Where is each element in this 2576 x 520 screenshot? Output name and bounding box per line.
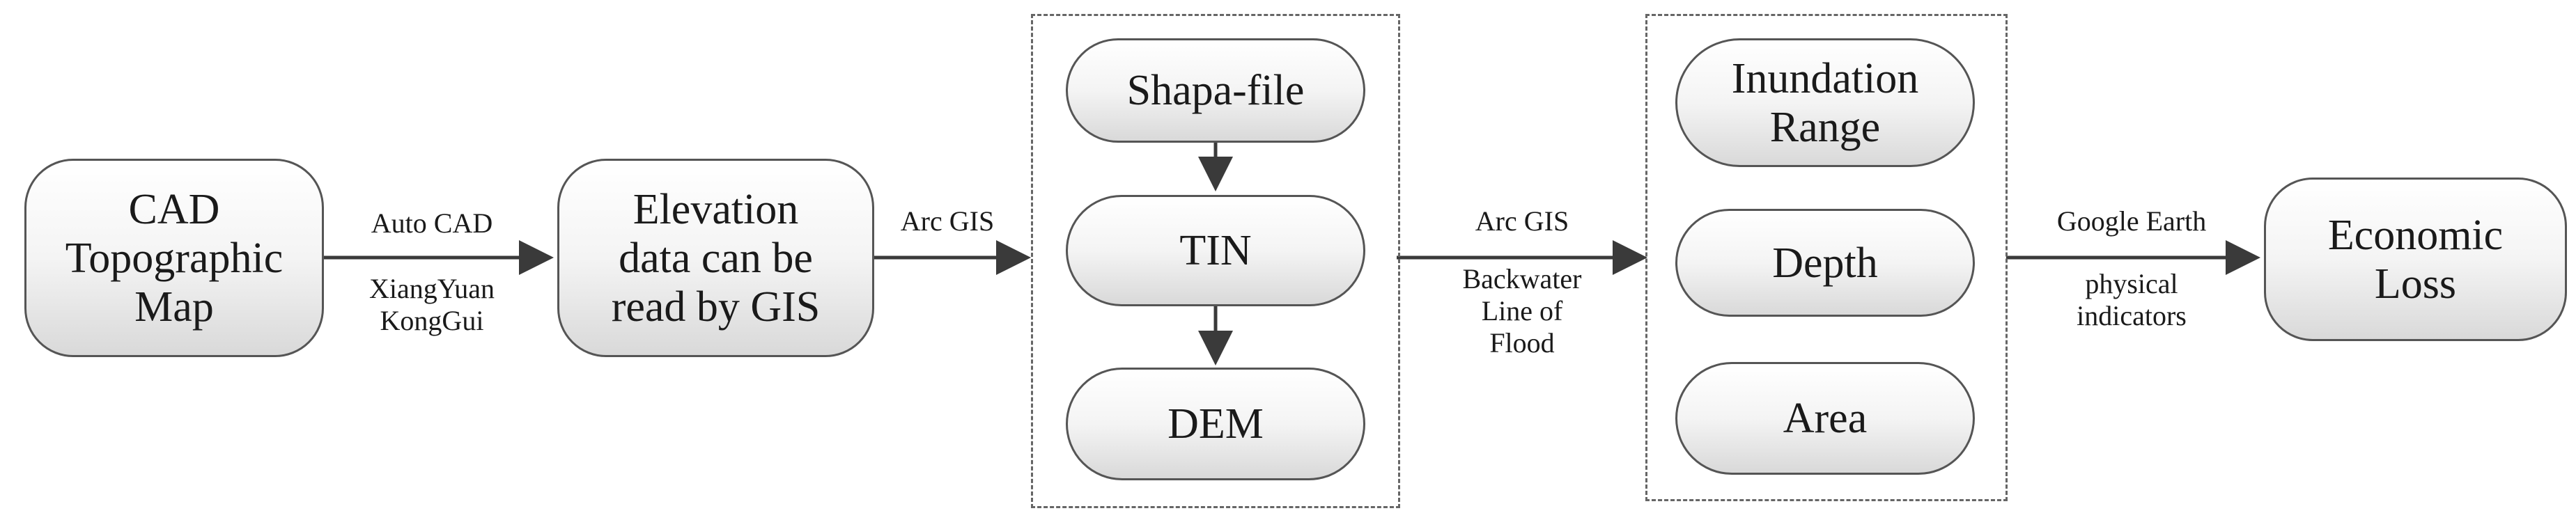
area-node: Area <box>1675 362 1975 475</box>
dem-label: DEM <box>1167 400 1264 448</box>
cad-topographic-map-node: CAD Topographic Map <box>24 159 324 357</box>
konggui-text: KongGui <box>380 305 484 336</box>
flood-results-group <box>1645 14 2008 501</box>
dem-node: DEM <box>1066 368 1365 480</box>
economic-loss-node: Economic Loss <box>2264 178 2567 341</box>
edge-label-xiangyuan-konggui: XiangYuan KongGui <box>327 273 536 337</box>
area-label: Area <box>1783 395 1868 442</box>
cad-map-line-1: CAD <box>128 185 220 233</box>
elevation-data-node: Elevation data can be read by GIS <box>557 159 874 357</box>
cad-map-line-3: Map <box>134 283 214 331</box>
inundation-line-2: Range <box>1769 103 1881 151</box>
edge-label-auto-cad: Auto CAD <box>327 207 536 239</box>
xiangyuan-text: XiangYuan <box>369 273 495 304</box>
backwater-text: Backwater <box>1462 263 1582 294</box>
edge-label-backwater-line: Backwater Line of Flood <box>1414 263 1630 359</box>
arc-gis-1-text: Arc GIS <box>900 205 995 237</box>
shape-file-label: Shapa-file <box>1126 67 1305 114</box>
elevation-line-3: read by GIS <box>611 283 821 331</box>
edge-label-arc-gis-2: Arc GIS <box>1414 205 1630 237</box>
elevation-line-1: Elevation <box>633 185 799 233</box>
economic-loss-line-1: Economic <box>2327 211 2504 259</box>
line-of-text: Line of <box>1481 295 1563 326</box>
flood-text: Flood <box>1489 327 1555 359</box>
physical-text: physical <box>2085 268 2178 299</box>
indicators-text: indicators <box>2077 300 2187 331</box>
edge-label-arc-gis-1: Arc GIS <box>874 205 1021 237</box>
inundation-line-1: Inundation <box>1731 54 1919 102</box>
auto-cad-text: Auto CAD <box>371 207 493 239</box>
tin-node: TIN <box>1066 195 1365 306</box>
elevation-line-2: data can be <box>619 234 813 282</box>
edge-label-physical-indicators: physical indicators <box>2013 268 2250 332</box>
google-earth-text: Google Earth <box>2056 205 2207 237</box>
inundation-range-node: Inundation Range <box>1675 38 1975 167</box>
gis-processing-group <box>1031 14 1400 508</box>
shape-file-node: Shapa-file <box>1066 38 1365 143</box>
tin-label: TIN <box>1179 227 1252 274</box>
depth-node: Depth <box>1675 209 1975 317</box>
depth-label: Depth <box>1772 239 1878 287</box>
edge-label-google-earth: Google Earth <box>2013 205 2250 237</box>
cad-map-line-2: Topographic <box>65 234 284 282</box>
arc-gis-2-text: Arc GIS <box>1475 205 1569 237</box>
economic-loss-line-2: Loss <box>2374 260 2457 308</box>
